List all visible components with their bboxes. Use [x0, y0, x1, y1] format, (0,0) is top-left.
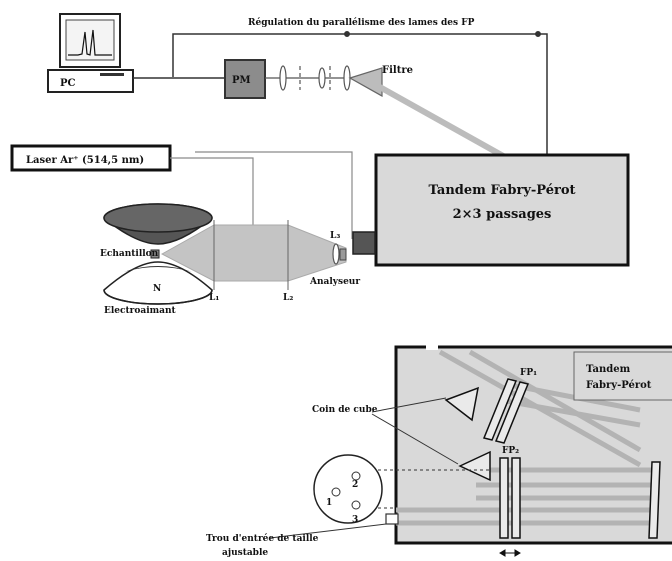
tandem-detail-line2: Fabry-Pérot	[586, 380, 652, 391]
coin-de-cube-pointers	[371, 397, 459, 465]
tandem-detail-label-box	[573, 351, 672, 401]
detail-entrance-gap	[426, 344, 438, 350]
pm-box	[224, 59, 266, 99]
pinhole-3	[351, 500, 361, 510]
tandem-main-title: Tandem Fabry-Pérot	[429, 183, 576, 198]
corner-cube-2	[458, 450, 491, 482]
pinhole-2-label: 2	[352, 480, 358, 490]
lens-l2-label: L₂	[283, 293, 293, 303]
lens-l3-label: L₃	[330, 231, 340, 241]
tandem-entrance-port	[352, 231, 376, 255]
pc-spectrum-trace	[68, 29, 112, 56]
analyseur-label: Analyseur	[309, 277, 360, 287]
analyser	[339, 248, 347, 261]
tandem-main-subtitle: 2×3 passages	[453, 207, 552, 222]
pinhole-3-label: 3	[352, 515, 358, 525]
regulation-label: Régulation du parallélisme des lames des…	[248, 17, 475, 28]
pc-label: PC	[60, 78, 76, 89]
tandem-detail-line1: Tandem	[586, 364, 631, 375]
lens-l1-label: L₁	[209, 293, 219, 303]
corner-cube-1	[444, 386, 479, 422]
laser-label: Laser Ar⁺ (514,5 nm)	[26, 155, 144, 166]
electromagnet: N	[103, 203, 213, 305]
echantillon-label: Echantillon	[100, 249, 159, 259]
tandem-main-box	[374, 153, 630, 267]
fp1-label: FP₁	[520, 368, 537, 378]
lens-l3	[332, 243, 340, 265]
fp2-scan-arrow	[499, 549, 521, 557]
pinhole-2	[351, 471, 361, 481]
fp2-plates	[499, 457, 521, 539]
magnet-n-label: N	[153, 284, 161, 294]
pinhole-wheel: 1 2 3	[313, 454, 383, 525]
filtre-label: Filtre	[382, 65, 413, 76]
detail-mirror	[648, 461, 661, 539]
pc-computer: PC	[47, 13, 134, 93]
pinhole-1	[331, 487, 341, 497]
trou-label-line1: Trou d'entrée de taille	[206, 533, 319, 544]
fp2-label: FP₂	[502, 446, 519, 456]
pm-label: PM	[232, 75, 251, 86]
sample	[150, 249, 160, 259]
regulation-wire	[172, 31, 548, 155]
collection-lenses	[213, 220, 289, 290]
coin-de-cube-label: Coin de cube	[312, 405, 378, 415]
fp1-plates	[482, 378, 530, 444]
entrance-hole-marker	[385, 513, 399, 525]
trou-label-line2: ajustable	[222, 548, 268, 558]
pinhole-1-label: 1	[326, 498, 332, 508]
tandem-output-beam	[376, 83, 507, 160]
filtre-prism	[348, 67, 383, 98]
detection-optics	[265, 65, 365, 91]
electroaimant-label: Electroaimant	[104, 306, 177, 316]
trou-pointer	[269, 523, 387, 539]
